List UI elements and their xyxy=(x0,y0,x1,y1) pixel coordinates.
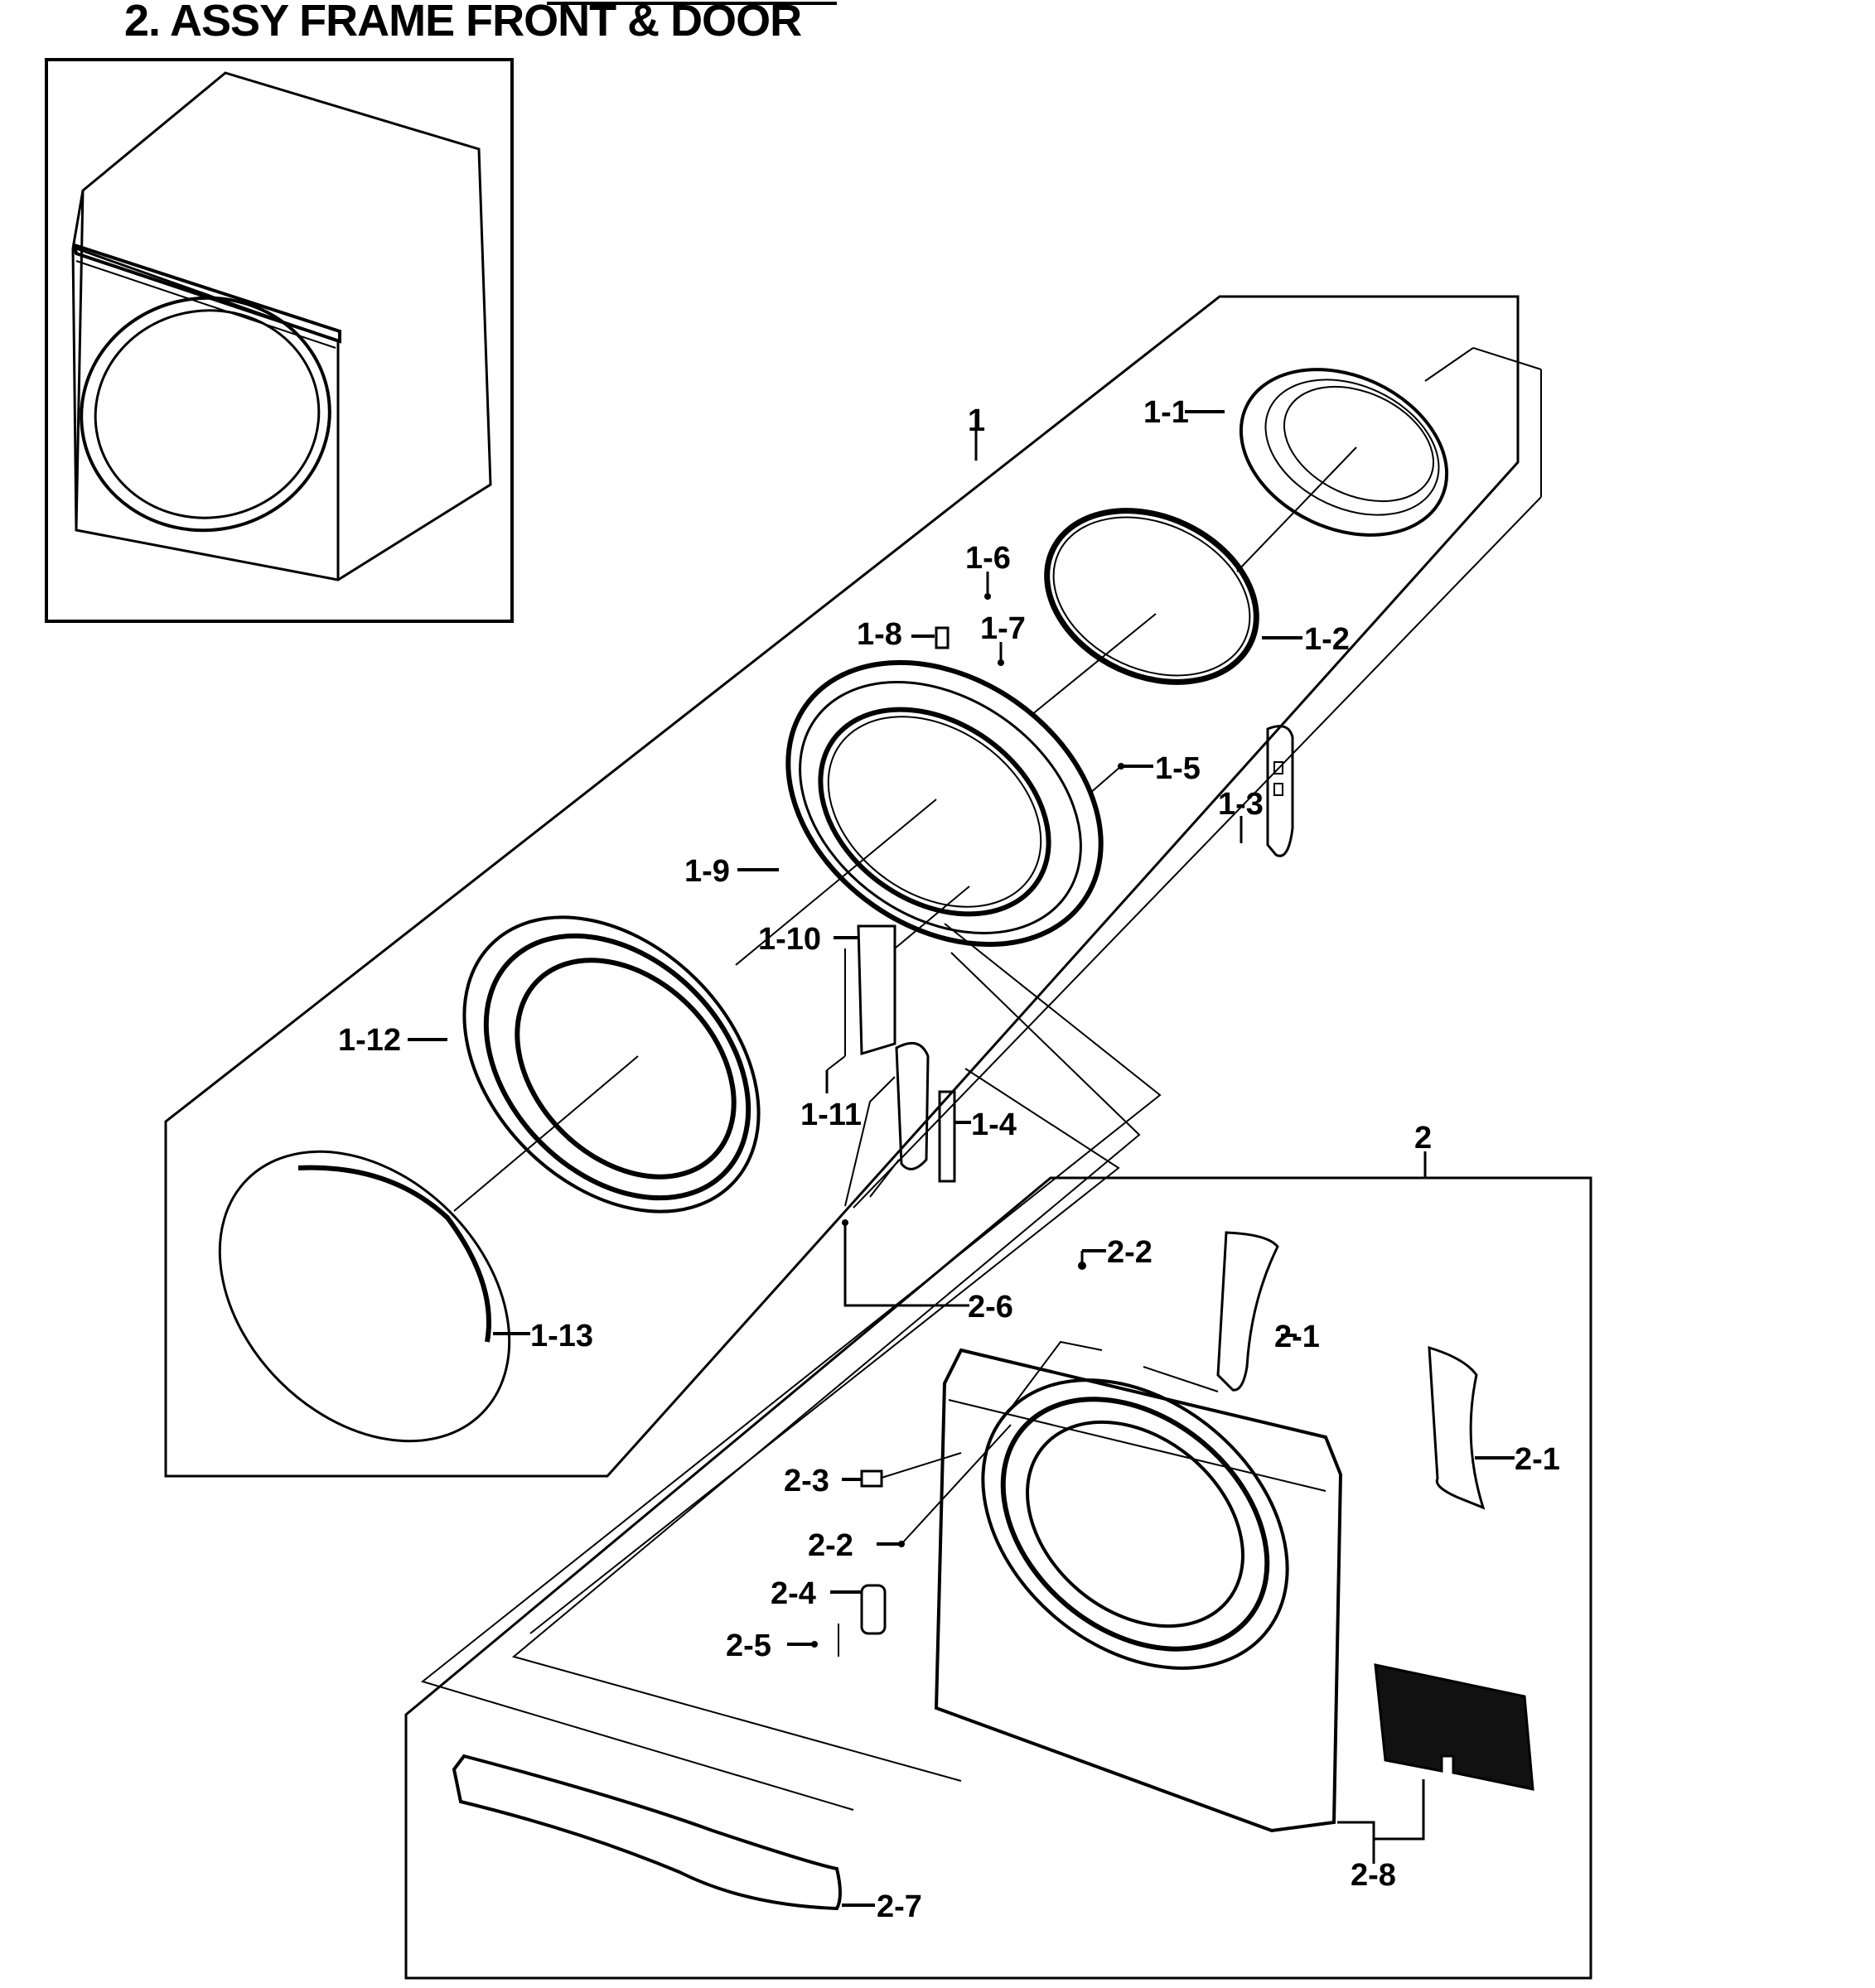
label-2: 2 xyxy=(1414,1121,1432,1156)
dryer-overview-illustration xyxy=(45,58,514,623)
callout-labels: 1 1-1 1-2 1-3 1-4 1-5 1-6 1-7 1-8 1-9 1-… xyxy=(338,395,1560,1924)
label-2-1-lower: 2-1 xyxy=(1515,1442,1560,1477)
label-2-4: 2-4 xyxy=(771,1576,816,1611)
label-1-4: 1-4 xyxy=(971,1107,1017,1142)
label-2-6: 2-6 xyxy=(968,1290,1013,1325)
label-1-1: 1-1 xyxy=(1143,395,1189,430)
diagram-title: 2. ASSY FRAME FRONT & DOOR xyxy=(124,0,802,46)
label-1-7: 1-7 xyxy=(980,611,1026,646)
label-2-1-upper: 2-1 xyxy=(1274,1320,1320,1354)
label-2-2-upper: 2-2 xyxy=(1107,1235,1153,1270)
label-1-10: 1-10 xyxy=(758,922,821,957)
label-2-5: 2-5 xyxy=(726,1629,771,1663)
label-1-3: 1-3 xyxy=(1218,787,1264,822)
part-2-8 xyxy=(1337,1663,1534,1864)
part-front-frame xyxy=(934,1340,1343,1833)
part-1-2 xyxy=(1031,508,1302,716)
label-2-7: 2-7 xyxy=(877,1889,922,1924)
label-1-11: 1-11 xyxy=(800,1098,862,1132)
label-2-3: 2-3 xyxy=(784,1464,829,1498)
label-1-8: 1-8 xyxy=(857,617,902,652)
part-1-9 xyxy=(735,659,1104,966)
part-2-7 xyxy=(452,1754,875,1911)
label-1-6: 1-6 xyxy=(965,541,1011,576)
part-1-12 xyxy=(408,915,761,1214)
label-1-5: 1-5 xyxy=(1155,751,1201,786)
label-1-13: 1-13 xyxy=(530,1319,593,1353)
part-1-10 xyxy=(825,885,970,1093)
label-1-12: 1-12 xyxy=(338,1023,401,1058)
label-1: 1 xyxy=(968,403,985,438)
part-1-1 xyxy=(1185,368,1449,537)
part-1-4 xyxy=(869,1041,971,1198)
label-2-8: 2-8 xyxy=(1351,1858,1396,1893)
label-1-9: 1-9 xyxy=(684,854,730,889)
part-1-3 xyxy=(1240,725,1294,857)
part-2-1 xyxy=(1216,1231,1515,1510)
label-1-2: 1-2 xyxy=(1304,622,1350,657)
part-1-13 xyxy=(218,1150,530,1443)
label-2-2-lower: 2-2 xyxy=(808,1528,853,1563)
